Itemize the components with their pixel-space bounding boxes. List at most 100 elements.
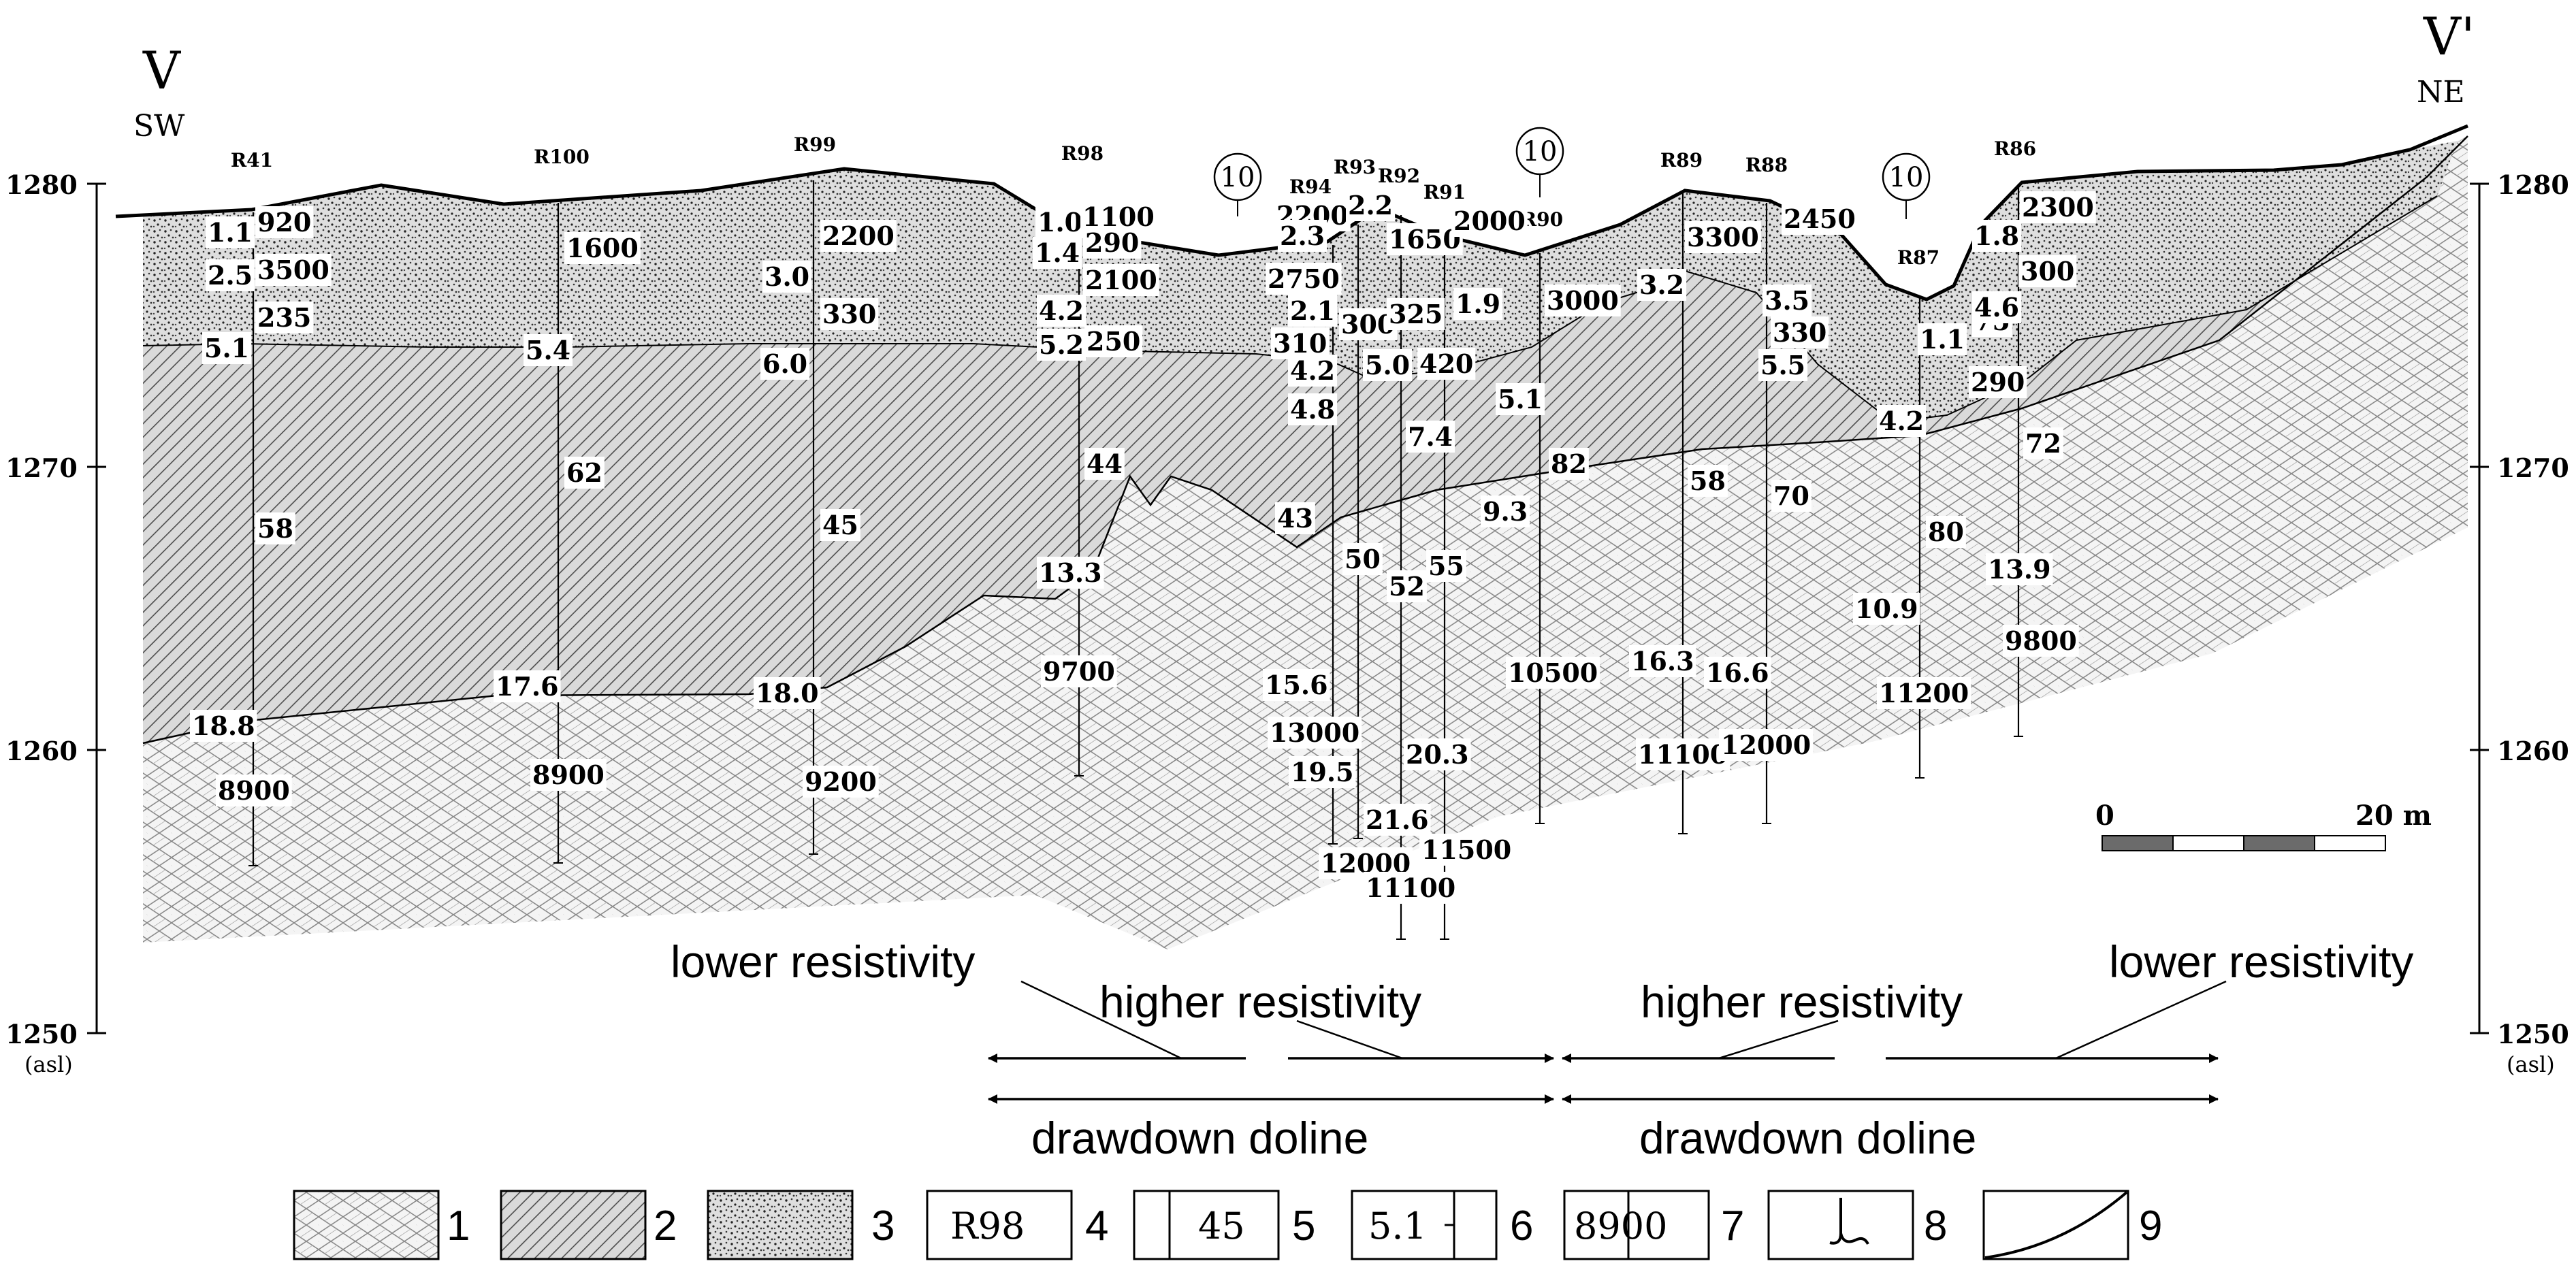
resistivity-label: 2.2 bbox=[1348, 190, 1393, 220]
resistivity-label-bg bbox=[1637, 269, 1687, 301]
resistivity-label-bg bbox=[754, 677, 821, 709]
resistivity-label: 11500 bbox=[1421, 834, 1511, 865]
resistivity-label-bg bbox=[1288, 355, 1338, 387]
right-tick-1270: 1270 bbox=[2497, 453, 2569, 483]
resistivity-label: 2750 bbox=[1268, 263, 1340, 294]
profile-start-label: V bbox=[142, 40, 181, 101]
resistivity-label: 72 bbox=[2025, 428, 2061, 459]
profile-end-label: V' bbox=[2423, 6, 2475, 67]
resistivity-label: 45 bbox=[822, 510, 858, 540]
resistivity-label-bg bbox=[564, 232, 641, 264]
resistivity-label-bg bbox=[1387, 298, 1445, 330]
resistivity-label: 58 bbox=[1690, 466, 1726, 496]
resistivity-label-bg bbox=[1719, 729, 1814, 761]
resistivity-label: 5.2 bbox=[1039, 329, 1084, 360]
legend-num-1: 1 bbox=[447, 1203, 470, 1250]
resistivity-label-bg bbox=[255, 512, 295, 544]
resistivity-label-bg bbox=[1636, 738, 1730, 770]
borehole-label-r88: R88 bbox=[1745, 154, 1788, 176]
resistivity-label: 3300 bbox=[1687, 222, 1759, 252]
resistivity-label-bg bbox=[564, 457, 605, 489]
resistivity-label: 2000 bbox=[1453, 206, 1526, 236]
annotation-lower-right: lower resistivity bbox=[2109, 936, 2413, 987]
resistivity-label: 19.5 bbox=[1291, 757, 1354, 787]
layer-boundary-icon bbox=[1984, 1191, 2128, 1259]
resistivity-label: 50 bbox=[1345, 544, 1381, 574]
resistivity-label: 330 bbox=[822, 299, 876, 329]
resistivity-label: 9.3 bbox=[1483, 496, 1528, 527]
resistivity-label-bg bbox=[1263, 669, 1330, 701]
annotation-doline-left: drawdown doline bbox=[1031, 1113, 1368, 1163]
resistivity-label-bg bbox=[1549, 448, 1589, 480]
resistivity-label: 1.8 bbox=[1974, 220, 2019, 251]
resistivity-label: 1.1 bbox=[1920, 324, 1965, 355]
resistivity-label: 1.0 bbox=[1037, 207, 1082, 238]
resistivity-label: 4.8 bbox=[1290, 394, 1335, 425]
resistivity-label-bg bbox=[1035, 206, 1085, 238]
resistivity-label-bg bbox=[1453, 288, 1503, 320]
resistivity-label: 44 bbox=[1086, 448, 1123, 479]
resistivity-label-bg bbox=[803, 766, 879, 798]
resistivity-label: 2200 bbox=[822, 220, 895, 251]
resistivity-label: 2.5 bbox=[208, 260, 253, 291]
resistivity-label: 300 bbox=[2020, 256, 2074, 287]
resistivity-label-bg bbox=[1918, 323, 1967, 355]
annotation-lower-left: lower resistivity bbox=[671, 936, 975, 987]
resistivity-label-bg bbox=[530, 759, 607, 791]
resistivity-label-bg bbox=[820, 298, 879, 330]
resistivity-label-bg bbox=[1364, 804, 1431, 836]
resistivity-label-bg bbox=[1758, 349, 1808, 381]
legend-box-borehole-symbol bbox=[1767, 1190, 1914, 1260]
resistivity-label-bg bbox=[1782, 203, 1858, 235]
right-elevation-axis: 1280 1270 1260 1250 (asl) bbox=[2470, 169, 2569, 1077]
resistivity-label: 58 bbox=[257, 513, 293, 544]
resistivity-label: 1.1 bbox=[208, 217, 253, 248]
resistivity-label-bg bbox=[1451, 205, 1528, 237]
limestone-bedrock bbox=[143, 136, 2468, 949]
resistivity-label: 17.6 bbox=[496, 671, 559, 702]
resistivity-label-bg bbox=[1417, 348, 1476, 380]
resistivity-label: 3500 bbox=[257, 255, 329, 285]
resistivity-label-bg bbox=[255, 206, 314, 238]
resistivity-label: 250 bbox=[1086, 326, 1140, 357]
resistivity-label: 4.2 bbox=[1879, 406, 1924, 436]
resistivity-label-bg bbox=[1986, 553, 2053, 585]
scale-bar-start: 0 bbox=[2095, 800, 2114, 832]
resistivity-label: 7.4 bbox=[1408, 421, 1453, 452]
resistivity-label: 62 bbox=[566, 457, 602, 488]
resistivity-label-bg bbox=[524, 334, 573, 366]
borehole-label-r99: R99 bbox=[794, 133, 836, 156]
resistivity-label-bg bbox=[1972, 291, 2022, 323]
scale-bar-end: 20 m bbox=[2355, 800, 2432, 832]
resistivity-label-bg bbox=[1771, 480, 1812, 512]
resistivity-label: 4.2 bbox=[1290, 355, 1335, 386]
legend-sample-depth: 5.1 bbox=[1368, 1205, 1427, 1247]
resistivity-label: 8900 bbox=[532, 760, 605, 790]
resistivity-label-bg bbox=[255, 254, 332, 286]
legend-sample-bedrock-resistivity: 8900 bbox=[1574, 1205, 1667, 1247]
resistivity-label-bg bbox=[1033, 237, 1082, 269]
scale-bar: 0 20 m bbox=[2095, 800, 2432, 851]
legend-swatch-limestone bbox=[293, 1190, 440, 1260]
resistivity-label-bg bbox=[255, 301, 314, 333]
resistivity-label-bg bbox=[1853, 593, 1920, 625]
resistivity-label-bg bbox=[1288, 295, 1338, 327]
right-tick-1260: 1260 bbox=[2497, 736, 2569, 766]
resistivity-label: 325 bbox=[1389, 299, 1443, 329]
legend-sample-borehole: R98 bbox=[950, 1205, 1025, 1247]
legend-swatch-topsoil bbox=[707, 1190, 854, 1260]
resistivity-label: 5.1 bbox=[204, 333, 249, 363]
resistivity-label: 11100 bbox=[1366, 872, 1455, 903]
resistivity-label: 16.6 bbox=[1706, 657, 1769, 688]
resistivity-label-bg bbox=[1926, 516, 1966, 548]
resistivity-label-bg bbox=[216, 774, 292, 806]
profile-start-direction: SW bbox=[133, 109, 185, 144]
soil-clay-boundary bbox=[142, 195, 2438, 423]
resistivity-label-bg bbox=[1419, 834, 1514, 866]
resistivity-label-bg bbox=[1387, 570, 1427, 602]
resistivity-label: 55 bbox=[1428, 551, 1464, 581]
borehole-label-r98: R98 bbox=[1061, 142, 1104, 165]
circle-marker-value: 10 bbox=[1889, 162, 1924, 193]
resistivity-label-bg bbox=[1275, 502, 1315, 534]
